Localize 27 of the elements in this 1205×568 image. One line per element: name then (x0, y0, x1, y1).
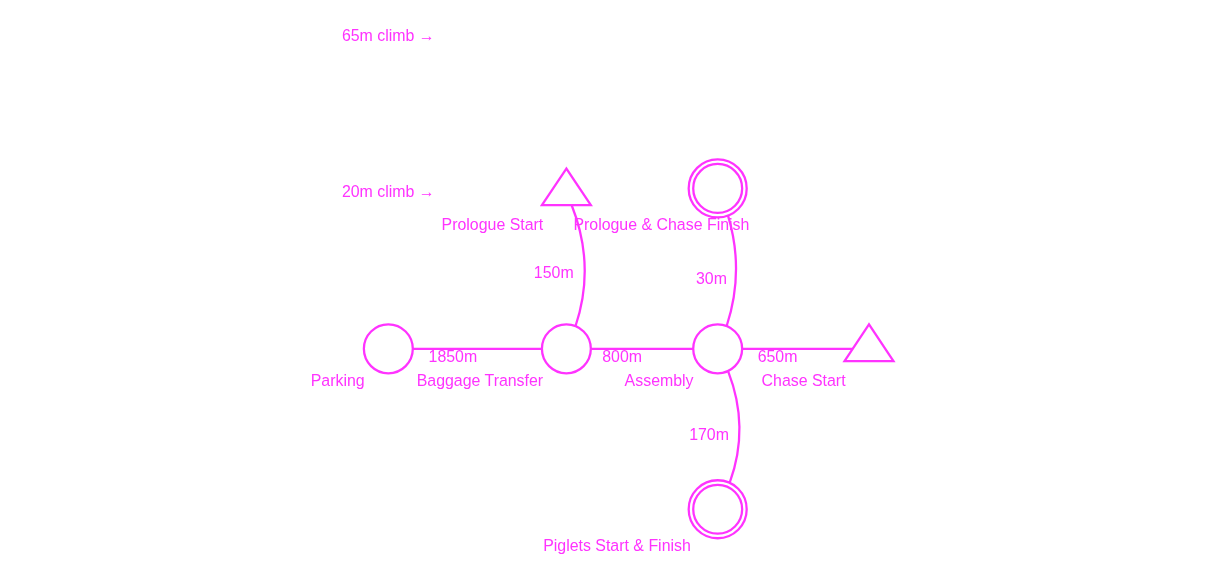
label: 20m climb → (341, 183, 435, 201)
node-label: Assembly (624, 372, 694, 390)
connector (727, 370, 741, 483)
node-doublecircle (687, 479, 748, 540)
node-label: Piglets Start & Finish (543, 537, 691, 554)
connector (570, 205, 586, 327)
node-label: Parking (310, 372, 365, 390)
node-circle (692, 323, 744, 375)
label: 65m climb → (341, 27, 435, 45)
node-label: Baggage Transfer (416, 372, 544, 390)
node-doublecircle (687, 158, 748, 219)
node-label: Prologue Start (441, 216, 544, 234)
node-circle (362, 323, 414, 375)
node-triangle (842, 322, 896, 363)
edge-label: 30m (695, 269, 727, 287)
edge-label: 800m (602, 347, 643, 365)
connector (412, 347, 542, 350)
edge-label: 1850m (428, 347, 478, 365)
node-label: Chase Start (761, 372, 846, 390)
edge-label: 170m (689, 425, 729, 443)
node-circle (540, 323, 592, 375)
connector (725, 215, 738, 327)
connector (742, 347, 853, 350)
edge-label: 650m (757, 347, 798, 365)
connector (591, 347, 694, 350)
edge-label: 150m (533, 264, 574, 282)
node-triangle (539, 166, 593, 207)
